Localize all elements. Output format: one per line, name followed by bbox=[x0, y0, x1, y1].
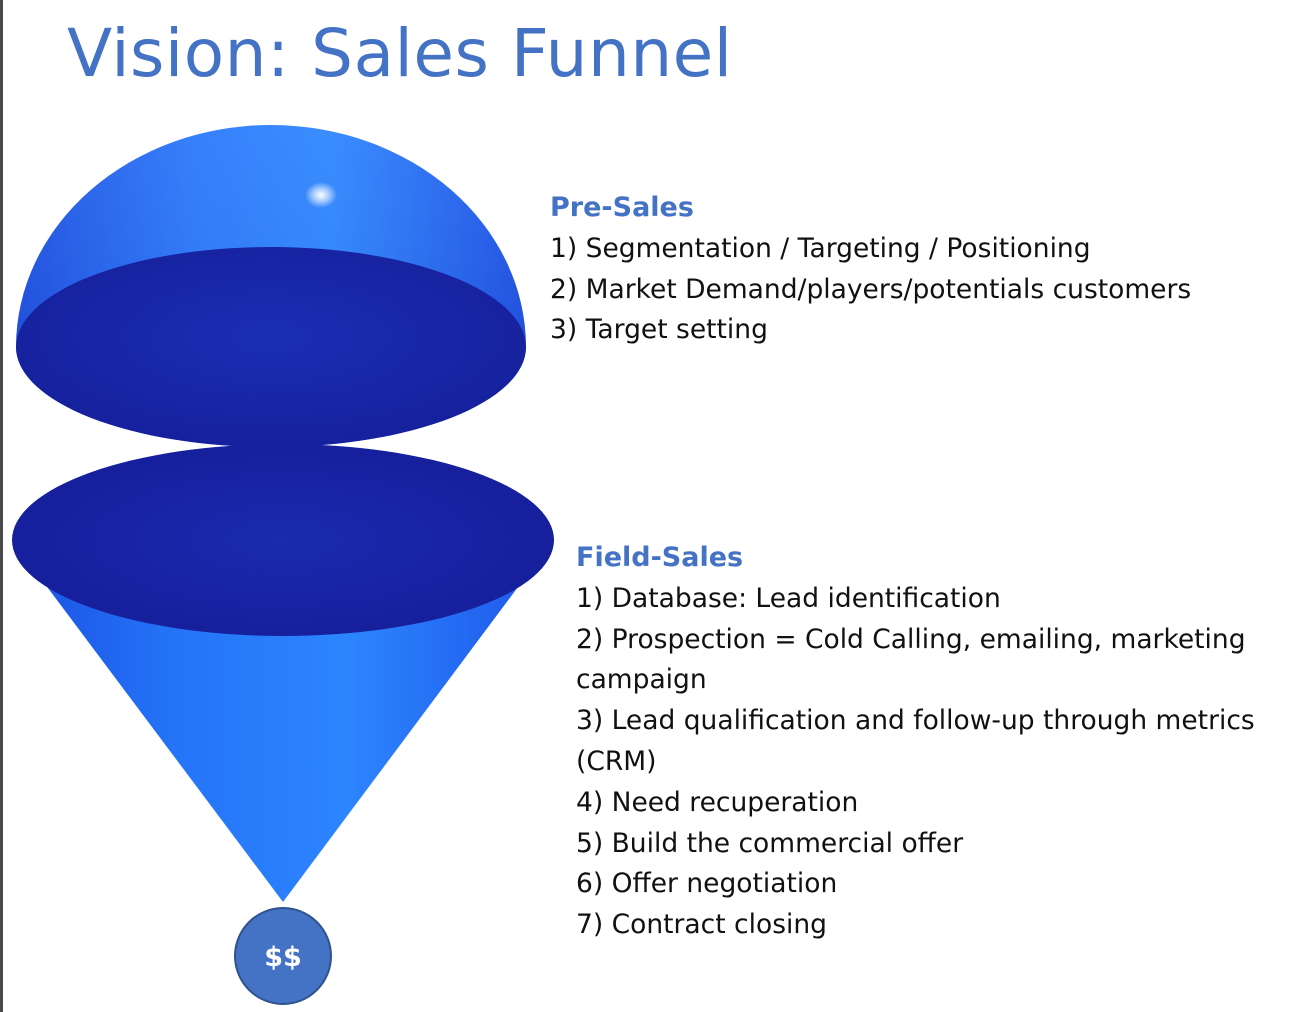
sales-funnel-graphic: $$ bbox=[12, 125, 554, 1005]
pre-sales-list: 1) Segmentation / Targeting / Positionin… bbox=[550, 229, 1270, 351]
field-sales-item: 5) Build the commercial offer bbox=[576, 827, 964, 859]
pre-sales-item: 1) Segmentation / Targeting / Positionin… bbox=[550, 232, 1091, 264]
pre-sales-heading: Pre-Sales bbox=[550, 192, 694, 223]
field-sales-item: 7) Contract closing bbox=[576, 909, 827, 941]
field-sales-list: 1) Database: Lead identification 2) Pros… bbox=[576, 579, 1276, 946]
dome-opening-ellipse bbox=[16, 247, 526, 447]
cone-opening-ellipse bbox=[12, 444, 554, 636]
field-sales-item: 3) Lead qualification and follow-up thro… bbox=[576, 705, 1255, 777]
outcome-label: $$ bbox=[264, 942, 302, 973]
outcome-circle: $$ bbox=[234, 907, 332, 1005]
slide-left-edge bbox=[0, 0, 3, 1012]
field-sales-item: 6) Offer negotiation bbox=[576, 868, 838, 900]
pre-sales-item: 3) Target setting bbox=[550, 314, 768, 346]
field-sales-item: 4) Need recuperation bbox=[576, 786, 859, 818]
slide-title: Vision: Sales Funnel bbox=[67, 15, 733, 92]
field-sales-item: 1) Database: Lead identification bbox=[576, 582, 1001, 614]
pre-sales-section: Pre-Sales 1) Segmentation / Targeting / … bbox=[550, 188, 1270, 351]
pre-sales-item: 2) Market Demand/players/potentials cust… bbox=[550, 273, 1192, 305]
field-sales-item: 2) Prospection = Cold Calling, emailing,… bbox=[576, 623, 1246, 696]
field-sales-section: Field-Sales 1) Database: Lead identifica… bbox=[576, 538, 1276, 946]
dome-highlight bbox=[305, 182, 337, 208]
field-sales-heading: Field-Sales bbox=[576, 542, 744, 573]
field-sales-cone bbox=[12, 444, 554, 902]
pre-sales-dome bbox=[16, 125, 526, 447]
